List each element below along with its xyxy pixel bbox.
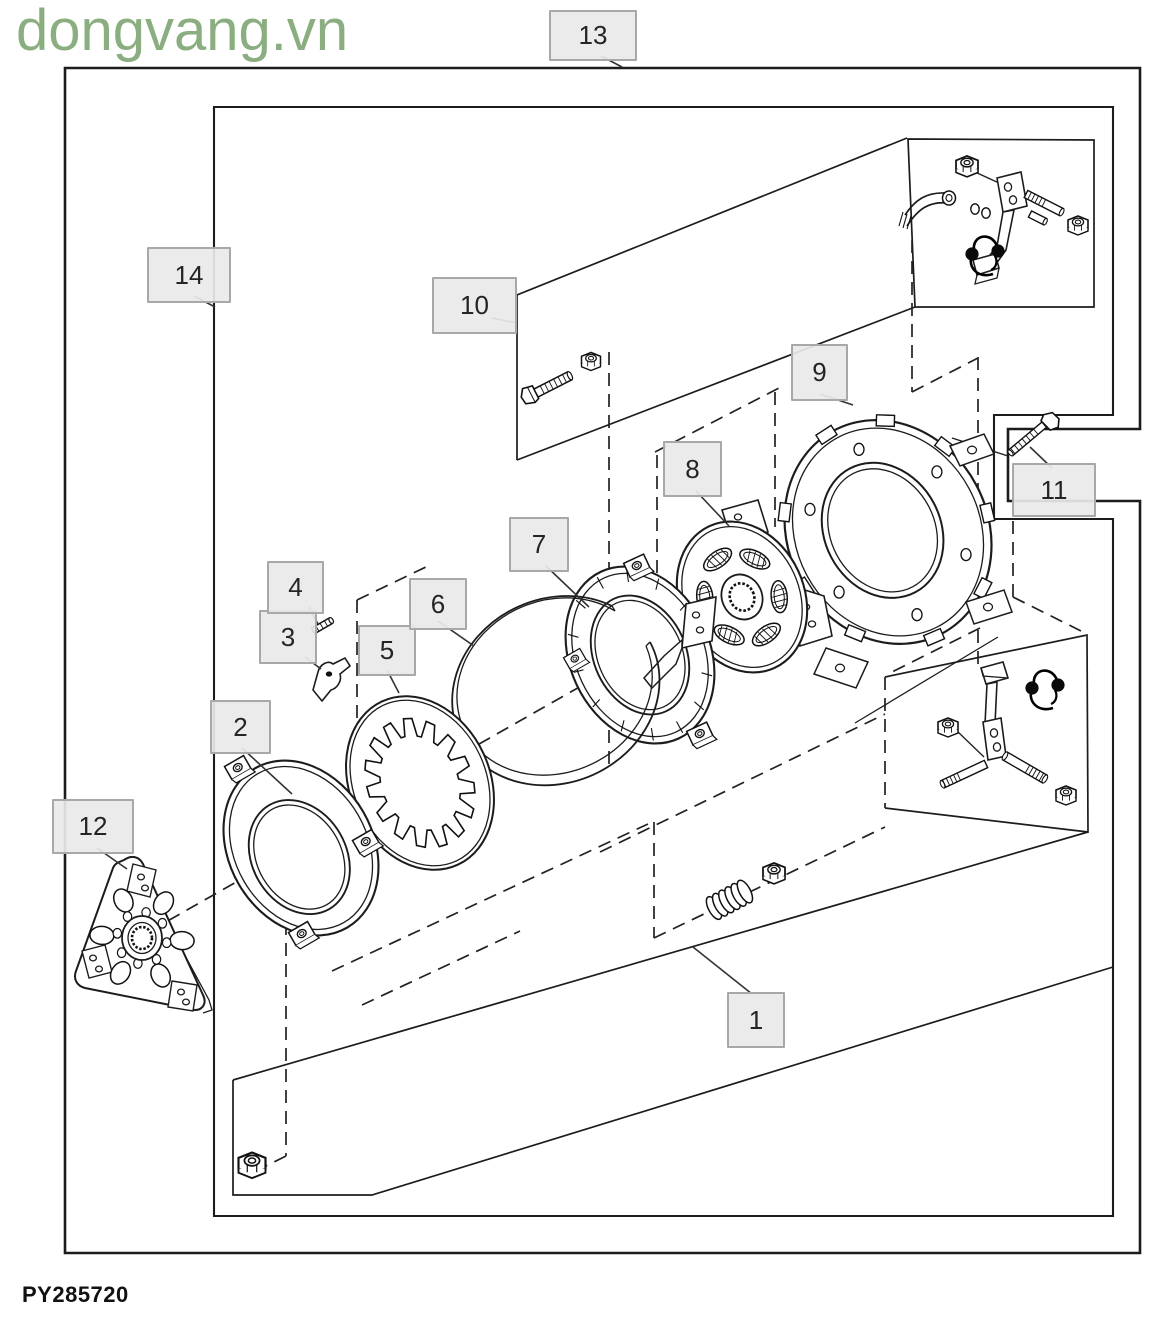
- callout-11[interactable]: 11: [1012, 463, 1096, 517]
- callout-4[interactable]: 4: [267, 561, 324, 614]
- spring-nut: [762, 862, 786, 885]
- coil-spring: [705, 879, 754, 921]
- cover-bolt-part10: [520, 370, 574, 405]
- adjusting-bolt-part11: [1007, 411, 1060, 457]
- callout-4-label: 4: [288, 572, 303, 602]
- callout-10-label: 10: [460, 290, 489, 320]
- callout-6[interactable]: 6: [409, 578, 467, 630]
- outer-border-frame: [63, 66, 1142, 1255]
- callout-9[interactable]: 9: [791, 344, 848, 401]
- callout-5[interactable]: 5: [358, 625, 416, 676]
- callout-8-label: 8: [685, 453, 700, 484]
- callout-12[interactable]: 12: [52, 799, 134, 854]
- flange-nut-bottom: [237, 1151, 267, 1180]
- callout-1[interactable]: 1: [727, 992, 785, 1048]
- callout-14[interactable]: 14: [147, 247, 231, 303]
- friction-disc-arm: [643, 595, 717, 690]
- projection-panel-bottom-slab: [232, 831, 1114, 1196]
- cover-nut: [580, 351, 602, 372]
- callout-1-label: 1: [748, 1004, 764, 1035]
- callout-7-label: 7: [531, 529, 547, 559]
- figure-code: PY285720: [22, 1282, 129, 1307]
- callout-13[interactable]: 13: [549, 10, 637, 61]
- release-lever-assembly-upper: [898, 155, 1089, 285]
- callout-11-label: 11: [1040, 474, 1068, 505]
- watermark-text: dongvang.vn: [16, 0, 349, 63]
- splined-plate-part5: [345, 695, 495, 871]
- callout-12-label: 12: [78, 811, 108, 841]
- clutch-friction-disc-part8: [675, 499, 833, 674]
- callout-2-label: 2: [233, 711, 248, 742]
- callout-2[interactable]: 2: [210, 700, 271, 754]
- callout-13-label: 13: [578, 20, 608, 50]
- projection-panel-10: [516, 137, 916, 461]
- release-lever-assembly-lower: [937, 661, 1077, 806]
- callout-9-label: 9: [812, 357, 827, 387]
- callout-3-label: 3: [280, 621, 296, 652]
- lock-pawl-part3: [312, 656, 352, 703]
- callout-6-label: 6: [430, 588, 446, 619]
- callout-8[interactable]: 8: [663, 441, 722, 497]
- callout-3[interactable]: 3: [259, 610, 317, 664]
- callout-10[interactable]: 10: [432, 277, 517, 334]
- pressure-plate-part2: [222, 753, 385, 951]
- callout-14-label: 14: [174, 259, 204, 290]
- damper-drive-plate-part12: [74, 855, 213, 1014]
- callout-7[interactable]: 7: [509, 517, 569, 572]
- callout-5-label: 5: [379, 635, 395, 665]
